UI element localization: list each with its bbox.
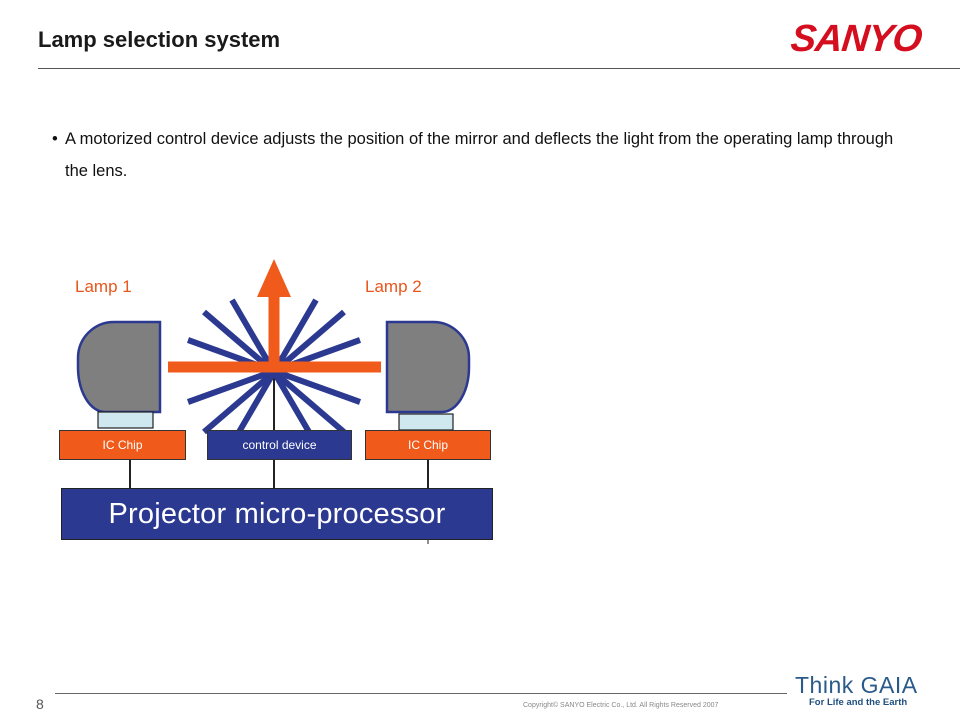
think-gaia-logo: Think GAIA For Life and the Earth xyxy=(795,673,918,708)
ic-chip-right-label: IC Chip xyxy=(407,438,448,452)
bullet-dot: • xyxy=(52,130,58,148)
lamp-1-label: Lamp 1 xyxy=(75,277,132,296)
ic-chip-left: IC Chip xyxy=(59,430,186,460)
output-arrow-head xyxy=(257,259,291,297)
lamp-2-label: Lamp 2 xyxy=(365,277,422,296)
ic-chip-right: IC Chip xyxy=(365,430,491,460)
projector-micro-processor: Projector micro-processor xyxy=(61,488,493,540)
page-title: Lamp selection system xyxy=(38,27,281,52)
copyright-notice: Copyright© SANYO Electric Co., Ltd. All … xyxy=(523,702,719,709)
header-divider xyxy=(38,68,960,69)
control-device-label: control device xyxy=(242,438,317,452)
bullet-text: A motorized control device adjusts the p… xyxy=(65,130,894,180)
control-device: control device xyxy=(207,430,352,460)
lamp-1-socket xyxy=(97,411,154,429)
gaia-tagline: For Life and the Earth xyxy=(809,697,908,708)
footer-divider xyxy=(55,693,787,694)
lamp-1-housing xyxy=(76,320,162,414)
lamp-2-housing xyxy=(385,320,471,414)
ic-chip-left-label: IC Chip xyxy=(102,438,143,452)
bullet-point: • A motorized control device adjusts the… xyxy=(52,123,912,187)
processor-label: Projector micro-processor xyxy=(108,497,446,530)
page-number: 8 xyxy=(36,696,44,712)
lamp-2-socket xyxy=(398,413,454,431)
gaia-title: Think GAIA xyxy=(795,672,918,698)
